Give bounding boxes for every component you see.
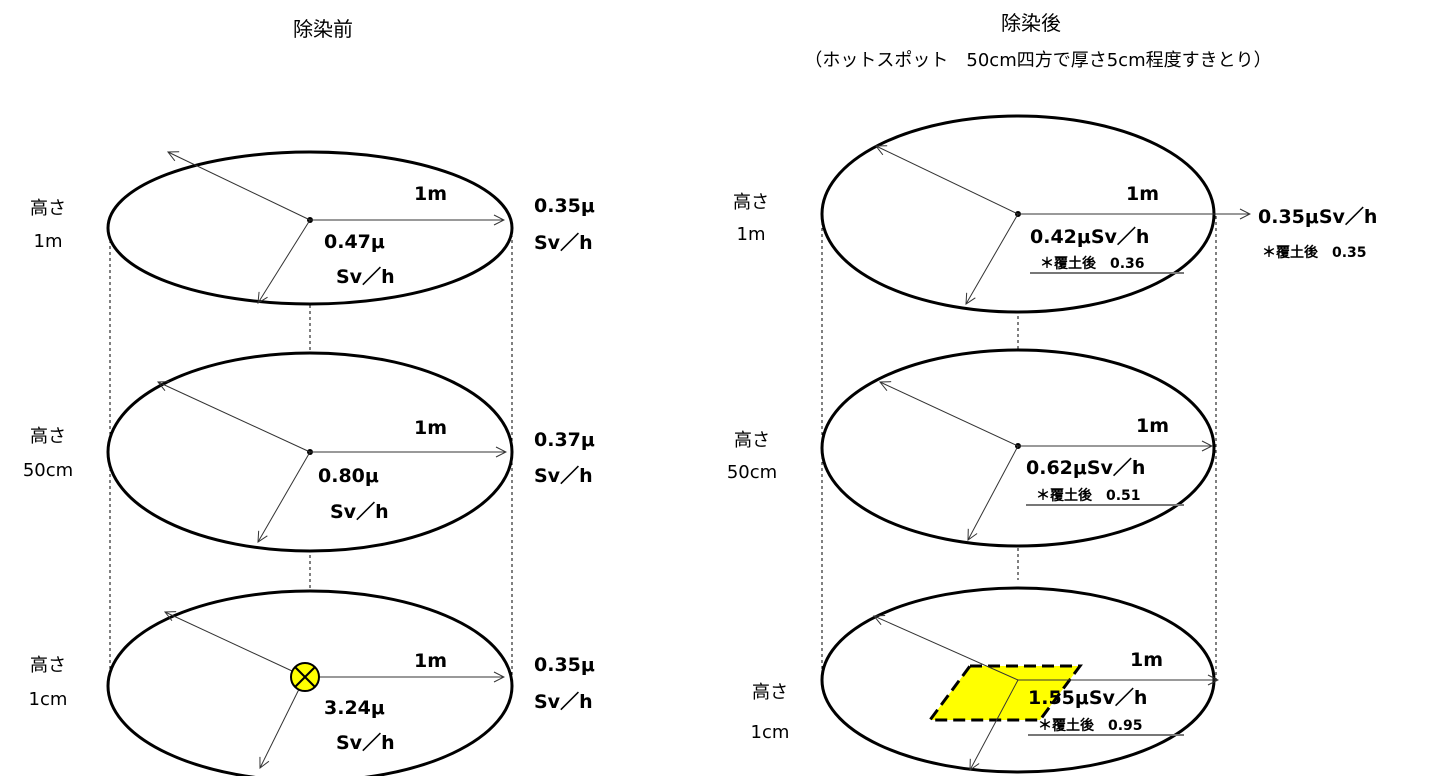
after-level-1m: 1m 0.42μSv／h ＊覆土後 0.36 高さ 1m 0.35μSv／h ＊…	[733, 114, 1377, 314]
height-label: 高さ	[734, 430, 770, 451]
height-label: 高さ	[30, 426, 66, 447]
height-label: 高さ	[30, 198, 66, 219]
radius-arrow	[970, 679, 1019, 770]
cover-note: ＊覆土後 0.95	[1038, 717, 1143, 734]
radius-arrow	[158, 382, 311, 453]
radius-arrow	[168, 152, 311, 221]
before-ellipse-1m	[106, 150, 514, 306]
center-reading: 0.42μSv／h	[1030, 225, 1149, 248]
radius-label: 1m	[414, 183, 447, 205]
edge-reading-unit: Sv／h	[534, 464, 593, 487]
edge-reading: 0.37μ	[534, 429, 595, 451]
center-reading-unit: Sv／h	[336, 731, 395, 754]
center-reading: 0.62μSv／h	[1026, 456, 1145, 479]
radius-arrow	[968, 445, 1019, 540]
before-level-1m: 1m 0.47μ Sv／h 高さ 1m 0.35μ Sv／h	[30, 150, 595, 306]
height-value: 1cm	[29, 689, 68, 710]
edge-reading-unit: Sv／h	[534, 231, 593, 254]
edge-cover-note: ＊覆土後 0.35	[1262, 244, 1367, 261]
radius-arrow	[260, 676, 306, 768]
radius-arrow	[874, 616, 1019, 681]
radius-arrow	[258, 451, 311, 542]
cover-note: ＊覆土後 0.51	[1036, 487, 1141, 504]
edge-reading-unit: Sv／h	[534, 690, 593, 713]
radius-label: 1m	[1126, 183, 1159, 205]
center-reading: 3.24μ	[324, 697, 385, 719]
after-level-1cm: 1m 1.55μSv／h ＊覆土後 0.95 高さ 1cm	[751, 586, 1218, 774]
height-label: 高さ	[752, 682, 788, 703]
radius-arrow	[876, 146, 1019, 215]
after-level-50cm: 1m 0.62μSv／h ＊覆土後 0.51 高さ 50cm	[727, 348, 1216, 548]
before-level-50cm: 1m 0.80μ Sv／h 高さ 50cm 0.37μ Sv／h	[23, 351, 595, 553]
radius-label: 1m	[414, 417, 447, 439]
radius-label: 1m	[1136, 415, 1169, 437]
height-label: 高さ	[30, 655, 66, 676]
radius-arrow	[880, 382, 1019, 447]
cover-note: ＊覆土後 0.36	[1040, 255, 1145, 272]
center-reading: 0.47μ	[324, 231, 385, 253]
center-reading: 0.80μ	[318, 465, 379, 487]
radius-arrow	[258, 219, 311, 303]
hotspot-marker-icon	[290, 662, 320, 692]
height-label: 高さ	[733, 192, 769, 213]
edge-reading: 0.35μSv／h	[1258, 205, 1377, 228]
after-subtitle: （ホットスポット 50cm四方で厚さ5cm程度すきとり）	[804, 50, 1271, 71]
edge-reading: 0.35μ	[534, 654, 595, 676]
center-reading-unit: Sv／h	[330, 500, 389, 523]
edge-reading: 0.35μ	[534, 195, 595, 217]
height-value: 50cm	[727, 462, 777, 483]
height-value: 1m	[34, 231, 63, 252]
radius-label: 1m	[414, 650, 447, 672]
height-value: 1cm	[751, 722, 790, 743]
before-title: 除染前	[293, 17, 353, 41]
height-value: 50cm	[23, 460, 73, 481]
center-reading-unit: Sv／h	[336, 265, 395, 288]
after-title: 除染後	[1001, 11, 1061, 35]
radius-arrow	[165, 612, 306, 678]
height-value: 1m	[737, 224, 766, 245]
radius-label: 1m	[1130, 649, 1163, 671]
before-level-1cm: 1m 3.24μ Sv／h 高さ 1cm 0.35μ Sv／h	[29, 589, 595, 776]
radius-arrow	[966, 213, 1019, 304]
center-reading: 1.55μSv／h	[1028, 686, 1147, 709]
